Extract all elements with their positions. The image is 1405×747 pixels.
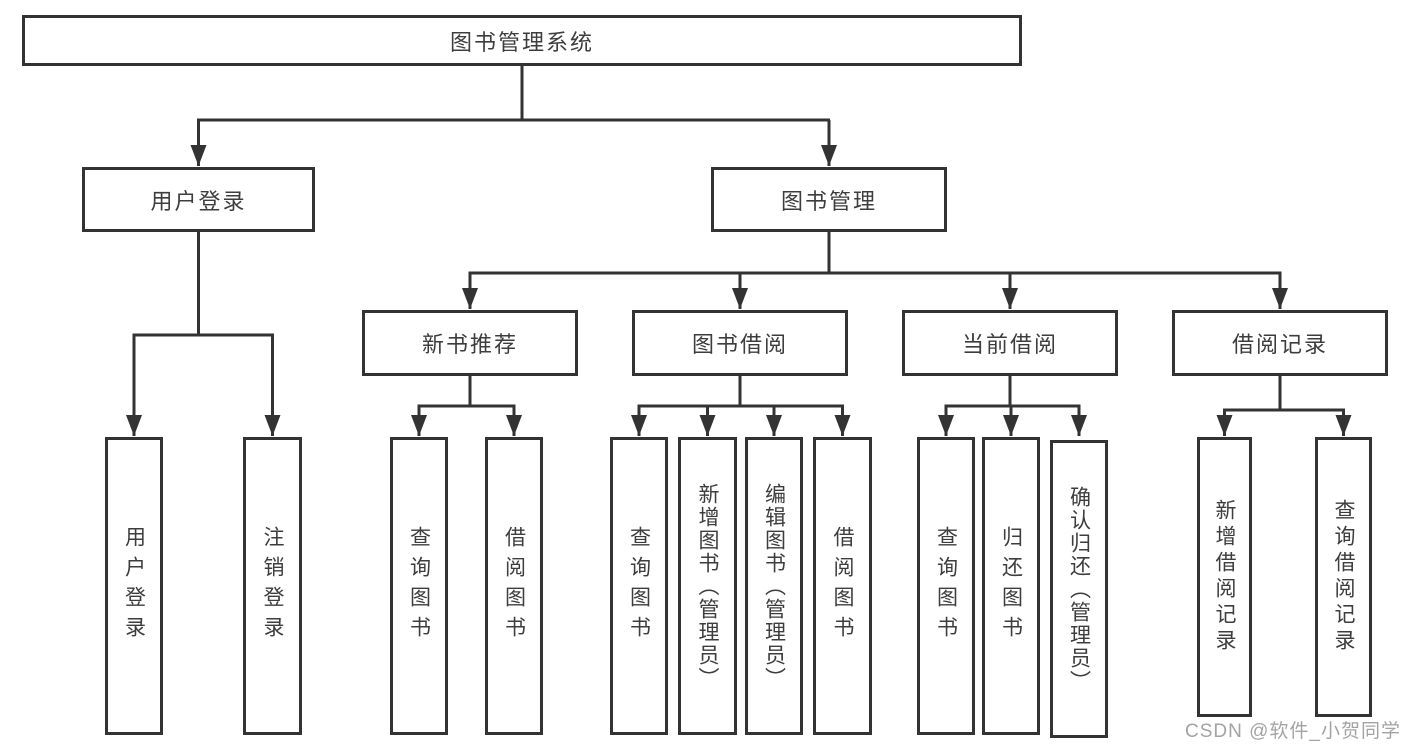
node-label: 归还图书 bbox=[999, 526, 1023, 646]
node-root-label: 图书管理系统 bbox=[449, 29, 594, 55]
node-label: 确认归还（管理员） bbox=[1067, 485, 1091, 693]
node-fn-user-login: 用户登录 bbox=[105, 437, 163, 735]
node-root-system: 图书管理系统 bbox=[22, 15, 1022, 66]
node-fn-add-borrow-record: 新增借阅记录 bbox=[1197, 437, 1252, 717]
node-fn-confirm-return: 确认归还（管理员） bbox=[1050, 440, 1108, 738]
node-fn-query-book-2: 查询图书 bbox=[610, 437, 668, 735]
node-label: 图书管理 bbox=[780, 188, 877, 214]
csdn-watermark: CSDN @软件_小贺同学 bbox=[1185, 721, 1401, 742]
node-fn-borrow-book-1: 借阅图书 bbox=[485, 437, 543, 735]
node-new-book-recommend: 新书推荐 bbox=[362, 310, 578, 376]
node-label: 用户登录 bbox=[150, 188, 247, 214]
node-user-login-branch: 用户登录 bbox=[82, 167, 315, 232]
node-label: 查询图书 bbox=[407, 526, 431, 646]
node-fn-borrow-book-2: 借阅图书 bbox=[813, 437, 872, 735]
node-label: 用户登录 bbox=[122, 526, 146, 646]
node-label: 借阅记录 bbox=[1231, 332, 1328, 357]
node-borrow-records: 借阅记录 bbox=[1172, 310, 1388, 376]
node-label: 查询图书 bbox=[627, 526, 651, 646]
node-fn-return-book: 归还图书 bbox=[982, 437, 1040, 735]
node-fn-add-book-admin: 新增图书（管理员） bbox=[678, 437, 737, 735]
node-fn-logout: 注销登录 bbox=[243, 437, 302, 735]
node-book-management: 图书管理 bbox=[711, 167, 947, 232]
node-fn-query-book-3: 查询图书 bbox=[917, 437, 975, 735]
node-label: 查询借阅记录 bbox=[1332, 499, 1355, 655]
node-label: 新增图书（管理员） bbox=[696, 482, 719, 690]
node-label: 借阅图书 bbox=[502, 526, 526, 646]
node-label: 新增借阅记录 bbox=[1213, 499, 1236, 655]
node-label: 注销登录 bbox=[261, 526, 284, 646]
node-label: 借阅图书 bbox=[831, 526, 854, 646]
node-label: 新书推荐 bbox=[421, 332, 518, 357]
node-label: 图书借阅 bbox=[691, 332, 788, 357]
node-label: 当前借阅 bbox=[961, 332, 1058, 357]
node-fn-edit-book-admin: 编辑图书（管理员） bbox=[745, 437, 803, 735]
node-label: 编辑图书（管理员） bbox=[762, 482, 786, 690]
node-label: 查询图书 bbox=[934, 526, 958, 646]
node-book-borrow: 图书借阅 bbox=[632, 310, 848, 376]
node-fn-query-borrow-record: 查询借阅记录 bbox=[1315, 437, 1372, 717]
node-fn-query-book-1: 查询图书 bbox=[390, 437, 448, 735]
node-current-borrow: 当前借阅 bbox=[902, 310, 1118, 376]
